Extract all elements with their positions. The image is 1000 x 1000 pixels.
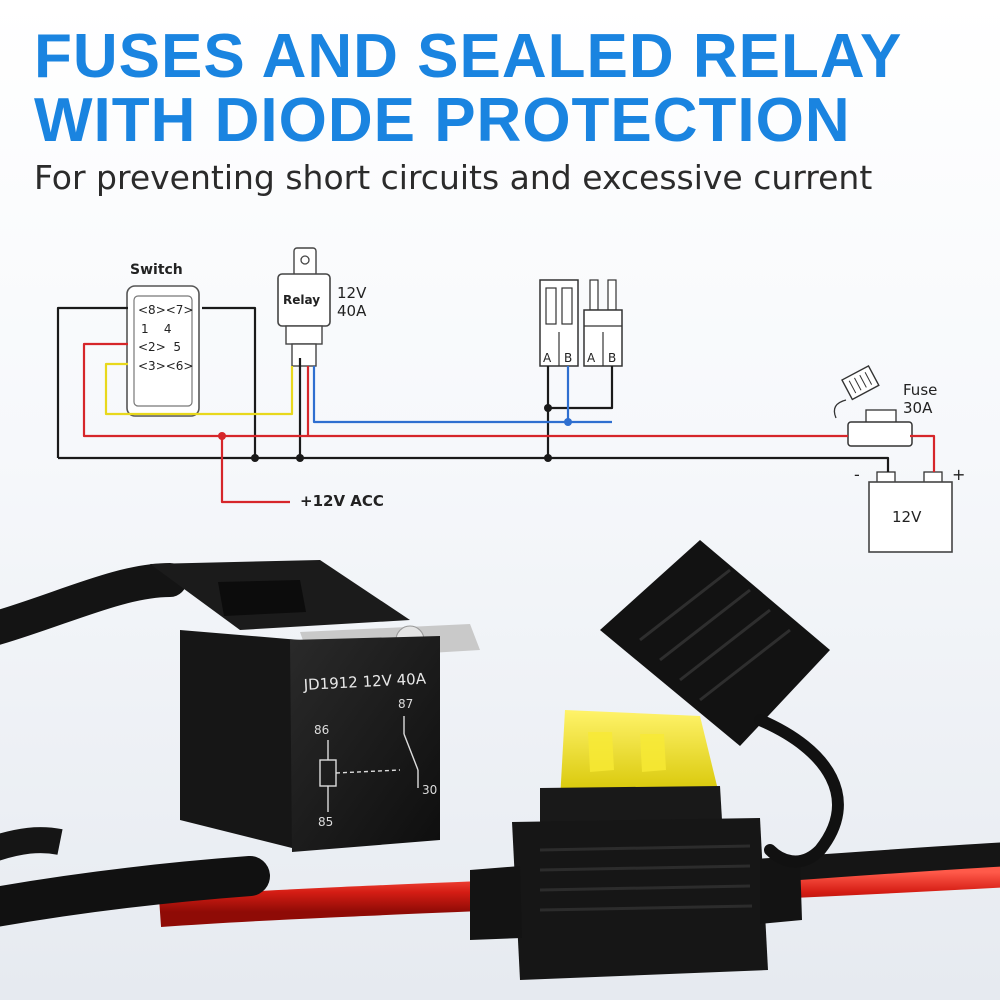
battery-symbol: 12V - +: [854, 465, 965, 553]
relay-symbol: Relay 12V 40A: [277, 247, 367, 367]
product-photo: JD1912 12V 40A 86 87 85 30: [0, 540, 1000, 980]
acc-label: +12V ACC: [300, 492, 384, 510]
connector-2: A B: [583, 279, 623, 367]
connector-2-pin-a: A: [587, 351, 596, 365]
wire-junction-4: [544, 404, 552, 412]
relay-pin-86: 86: [314, 723, 329, 737]
battery-plus: +: [952, 465, 965, 484]
connector-1: A B: [539, 279, 579, 367]
wire-red-acc: [220, 436, 290, 504]
switch-pins-row-3: <2> 5: [138, 340, 181, 354]
relay-pin-85: 85: [318, 815, 333, 829]
headline-line-1: FUSES AND SEALED RELAY: [34, 22, 903, 91]
relay-photo: JD1912 12V 40A 86 87 85 30: [150, 560, 480, 852]
relay-label: Relay: [283, 293, 320, 307]
fuse-holder-photo: [470, 540, 844, 980]
connector-1-pin-b: B: [564, 351, 572, 365]
wire-junction-2: [296, 454, 304, 462]
switch-pins-row-1: <8><7>: [138, 303, 194, 317]
subtitle: For preventing short circuits and excess…: [34, 158, 873, 197]
wire-junctions: [218, 404, 572, 462]
relay-pin-30: 30: [422, 783, 437, 797]
wire-black-ground: [56, 306, 890, 472]
relay-pin-87: 87: [398, 697, 413, 711]
battery-minus: -: [854, 465, 860, 484]
wire-black-connectors: [548, 366, 614, 410]
wire-blue-signal: [312, 366, 612, 424]
battery-label: 12V: [892, 508, 922, 526]
switch-symbol: Switch <8><7> 1 4 <2> 5 <3><6>: [126, 262, 200, 417]
switch-title: Switch: [130, 262, 183, 278]
wire-red-power: [82, 342, 936, 472]
fuse-label: Fuse: [903, 381, 937, 399]
wire-yellow-switch: [104, 362, 294, 416]
wire-junction-5: [564, 418, 572, 426]
switch-pins-row-2: 1 4: [141, 322, 172, 336]
wire-junction-1: [251, 454, 259, 462]
relay-current: 40A: [337, 302, 367, 320]
connector-1-pin-a: A: [543, 351, 552, 365]
fuse-rating: 30A: [903, 399, 933, 417]
switch-pins-row-4: <3><6>: [138, 359, 194, 373]
wire-junction-6: [218, 432, 226, 440]
relay-voltage: 12V: [337, 284, 367, 302]
wiring-diagram: Switch <8><7> 1 4 <2> 5 <3><6> Relay 12V…: [56, 247, 965, 553]
fuse-symbol: Fuse 30A: [833, 364, 937, 447]
wires: [56, 306, 936, 504]
headline-line-2: WITH DIODE PROTECTION: [34, 86, 851, 155]
connector-2-pin-b: B: [608, 351, 616, 365]
wire-junction-3: [544, 454, 552, 462]
